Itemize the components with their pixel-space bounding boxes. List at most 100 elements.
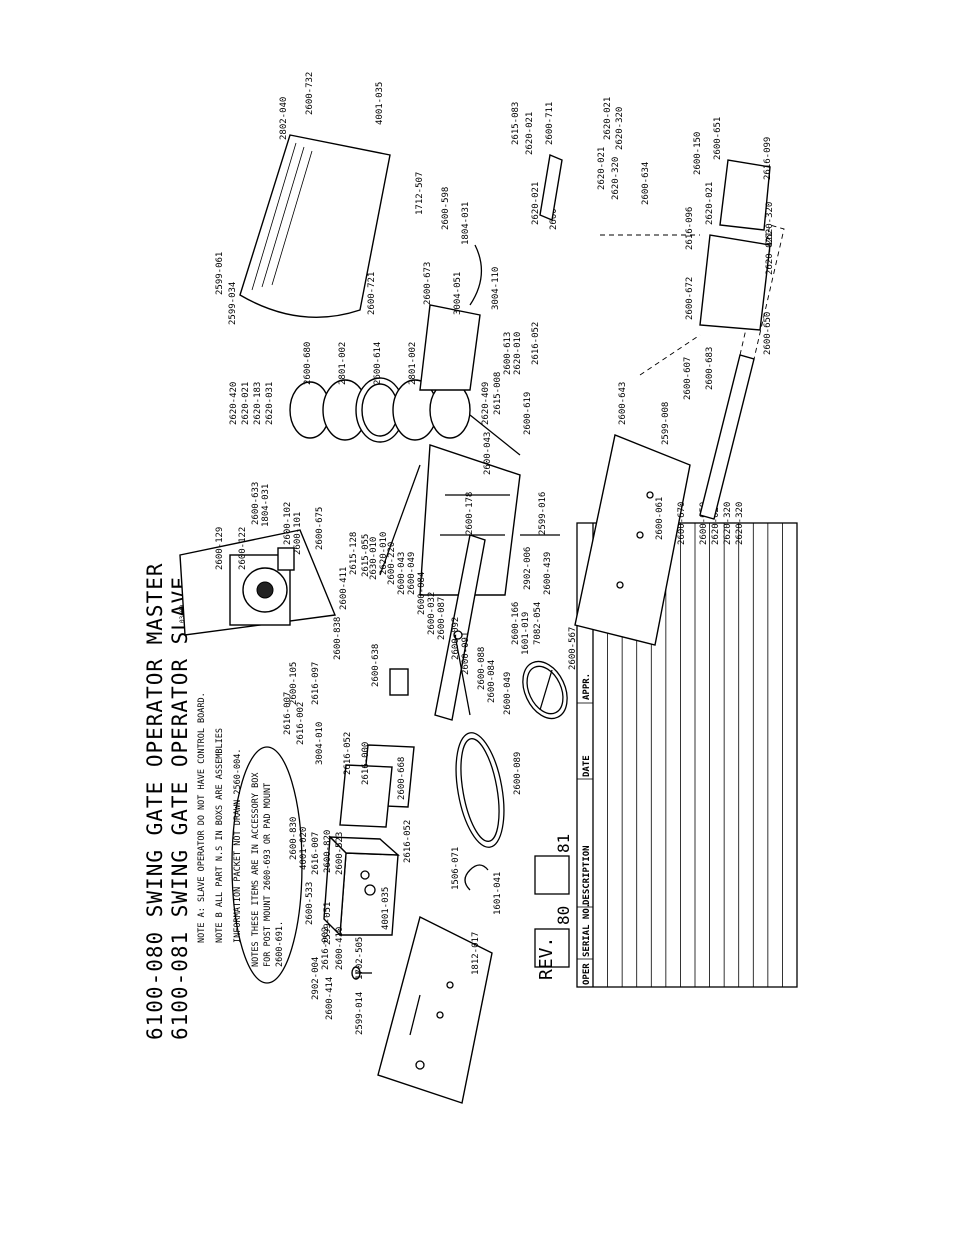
rev-box-80-label: 80 [554, 906, 573, 925]
label-2600-084a: 2600-084 [417, 572, 427, 615]
rev-box-81 [534, 855, 570, 895]
label-1712-507: 1712-507 [415, 172, 425, 215]
label-2599-034: 2599-034 [228, 282, 238, 325]
label-2600-414: 2600-414 [325, 977, 335, 1020]
label-2600-732: 2600-732 [305, 72, 315, 115]
label-2801-002a: 2801-002 [338, 342, 348, 385]
label-2600-049a: 2600-049 [407, 552, 417, 595]
label-2600-088: 2600-088 [477, 647, 487, 690]
label-2620-183: 2620-183 [253, 382, 263, 425]
label-2599-051: 2599-051 [323, 902, 333, 945]
label-2615-083: 2615-083 [511, 102, 521, 145]
label-2616-097: 2616-097 [311, 662, 321, 705]
label-2600-598: 2600-598 [441, 187, 451, 230]
label-2600-838: 2600-838 [333, 617, 343, 660]
label-2600-049b: 2600-049 [503, 672, 513, 715]
label-2600-061: 2600-061 [655, 497, 665, 540]
label-2600-101: 2600-101 [293, 512, 303, 555]
rev-header-description: DESCRIPTION [582, 845, 592, 905]
label-2600-643: 2600-643 [618, 382, 628, 425]
hand-wheel [522, 660, 568, 720]
label-2620-409: 2620-409 [481, 382, 491, 425]
label-2600-683: 2600-683 [705, 347, 715, 390]
label-2620-010: 2620-010 [513, 332, 523, 375]
label-2600-122: 2600-122 [238, 527, 248, 570]
upper-bracket [419, 304, 481, 391]
label-2600-651: 2600-651 [713, 117, 723, 160]
label-2600-830: 2600-830 [289, 817, 299, 860]
label-2616-007a: 2616-007 [283, 692, 293, 735]
label-2620-021f: 2620-021 [705, 182, 715, 225]
label-2620-320a: 2620-320 [615, 107, 625, 150]
label-2620-320b: 2620-320 [611, 157, 621, 200]
rev-header-appr: APPR. [582, 673, 592, 700]
label-1702-505: 1702-505 [355, 937, 365, 980]
label-2616-002b: 2616-002 [321, 927, 331, 970]
label-3004-051: 3004-051 [453, 272, 463, 315]
date-code: 03/00 [179, 605, 186, 623]
rev-label: REV. [536, 937, 557, 980]
label-2620-420: 2620-420 [229, 382, 239, 425]
label-2600-672: 2600-672 [685, 277, 695, 320]
label-2600-150: 2600-150 [693, 132, 703, 175]
label-2620-021c: 2620-021 [603, 97, 613, 140]
label-2600-659: 2600-659 [699, 502, 709, 545]
label-4001-035a: 4001-035 [375, 82, 385, 125]
label-2620-021a: 2620-021 [241, 382, 251, 425]
label-2600-523: 2600-523 [335, 832, 345, 875]
label-2616-096: 2616-096 [685, 207, 695, 250]
label-2902-006: 2902-006 [523, 547, 533, 590]
label-4001-020: 4001-020 [299, 827, 309, 870]
label-2620-021b: 2620-021 [525, 112, 535, 155]
label-2615-055: 2615-055 [361, 534, 371, 577]
label-2620-320d: 2620-320 [723, 502, 733, 545]
label-2600-711: 2600-711 [545, 102, 555, 145]
label-2600-533: 2600-533 [305, 882, 315, 925]
label-2600-043b: 2600-043 [397, 552, 407, 595]
label-2630-010: 2630-010 [369, 537, 379, 580]
label-2600-089: 2600-089 [513, 752, 523, 795]
label-2616-002a: 2616-002 [296, 702, 306, 745]
label-1506-071: 1506-071 [451, 847, 461, 890]
label-2616-052a: 2616-052 [531, 322, 541, 365]
label-2599-014: 2599-014 [355, 992, 365, 1035]
label-2600-607: 2600-607 [683, 357, 693, 400]
label-2600-633: 2600-633 [251, 482, 261, 525]
label-2616-052c: 2616-052 [403, 820, 413, 863]
label-2599-016: 2599-016 [538, 492, 548, 535]
gate-arm [434, 534, 486, 721]
label-1601-041: 1601-041 [493, 872, 503, 915]
label-1804-031b: 1804-031 [261, 484, 271, 527]
drive-belt [455, 732, 505, 848]
label-2600-619: 2600-619 [523, 392, 533, 435]
label-2600-129: 2600-129 [215, 527, 225, 570]
label-2600-673: 2600-673 [423, 262, 433, 305]
note-b: NOTE B ALL PART N.S IN BOXS ARE ASSEMBLI… [215, 728, 225, 943]
label-2620-031: 2620-031 [265, 382, 275, 425]
label-2600-091: 2600-091 [461, 632, 471, 675]
label-2600-650: 2600-650 [763, 312, 773, 355]
rev-box-80 [534, 928, 570, 968]
rev-header-oper: OPER [582, 963, 592, 985]
label-2902-004: 2902-004 [311, 957, 321, 1000]
label-3004-010: 3004-010 [315, 722, 325, 765]
label-2616-007b: 2616-007 [311, 832, 321, 875]
label-2600-411: 2600-411 [339, 567, 349, 610]
label-7082-054: 7082-054 [533, 602, 543, 645]
label-2600-668: 2600-668 [397, 757, 407, 800]
label-2600-613: 2600-613 [503, 332, 513, 375]
label-2600-043a: 2600-043 [483, 432, 493, 475]
label-2620-021e: 2620-021 [597, 147, 607, 190]
label-2600-614: 2600-614 [373, 342, 383, 385]
pad-mount-plate [377, 915, 493, 1104]
label-2620-021d: 2620-021 [531, 182, 541, 225]
label-2600-439: 2600-439 [543, 552, 553, 595]
label-2616-000: 2616-000 [361, 742, 371, 785]
accessory-note-3: 2600-691. [275, 921, 285, 967]
label-2600-670: 2600-670 [677, 502, 687, 545]
accessory-note-2: FOR POST MOUNT 2600-693 OR PAD MOUNT [263, 783, 273, 967]
label-2600-102: 2600-102 [283, 502, 293, 545]
gearbox-frame [419, 444, 521, 596]
label-2615-008: 2615-008 [493, 372, 503, 415]
